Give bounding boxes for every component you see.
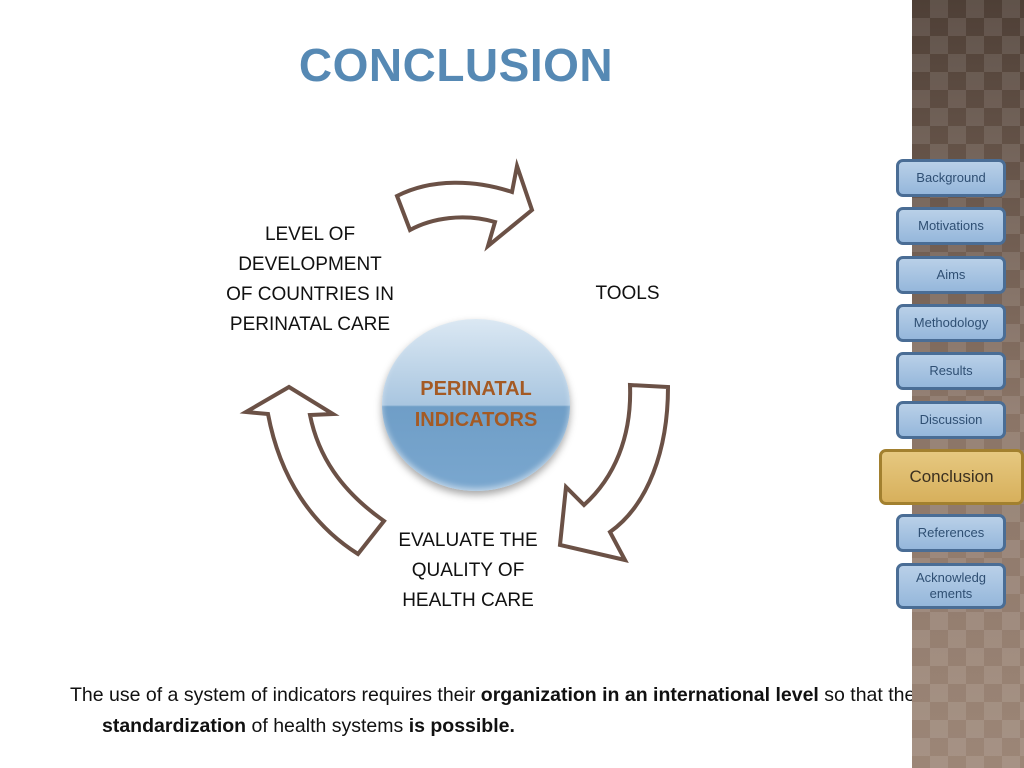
- cycle-arrows: [239, 158, 671, 563]
- node-level-of-development: LEVEL OF DEVELOPMENT OF COUNTRIES IN PER…: [226, 224, 394, 335]
- nav-aims-button[interactable]: Aims: [896, 256, 1006, 294]
- nav-references-button[interactable]: References: [896, 514, 1006, 552]
- node-evaluate-quality: EVALUATE THE QUALITY OF HEALTH CARE: [398, 530, 538, 611]
- nav-results-button[interactable]: Results: [896, 352, 1006, 390]
- nav-acknowledgements-button[interactable]: Acknowledg ements: [896, 563, 1006, 609]
- arrow-right: [557, 382, 671, 563]
- arrow-top: [394, 158, 535, 252]
- slide-title: CONCLUSION: [298, 39, 614, 91]
- nav-motivations-button[interactable]: Motivations: [896, 207, 1006, 245]
- arrow-left: [239, 384, 387, 557]
- hub-perinatal-indicators: PERINATAL INDICATORS: [382, 319, 570, 491]
- nav-background-button[interactable]: Background: [896, 159, 1006, 197]
- nav-methodology-button[interactable]: Methodology: [896, 304, 1006, 342]
- node-tools: TOOLS: [595, 283, 660, 304]
- nav-discussion-button[interactable]: Discussion: [896, 401, 1006, 439]
- conclusion-statement: The use of a system of indicators requir…: [70, 684, 916, 737]
- nav-conclusion-button[interactable]: Conclusion: [879, 449, 1024, 505]
